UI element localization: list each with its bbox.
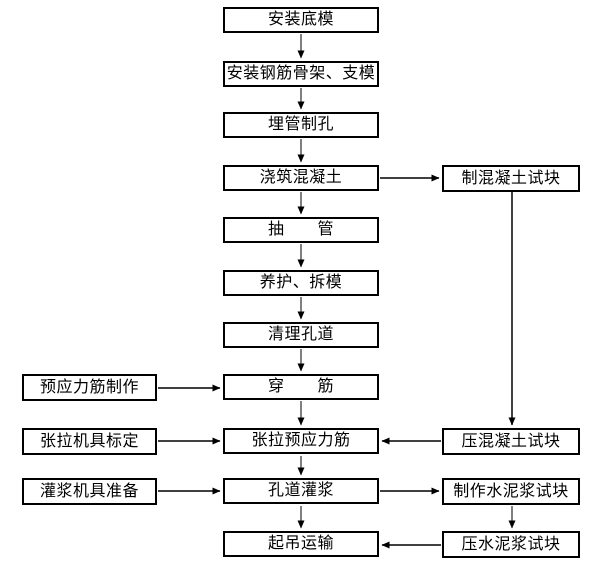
node-install-bottom-formwork: 安装底模 bbox=[223, 7, 379, 33]
node-clean-ducts: 清理孔道 bbox=[223, 322, 379, 348]
node-duct-grouting: 孔道灌浆 bbox=[223, 478, 379, 504]
node-test-concrete-test-block: 压混凝土试块 bbox=[442, 428, 580, 455]
node-test-cement-grout-test-block: 压水泥浆试块 bbox=[442, 531, 580, 558]
node-grouting-equipment-prep: 灌浆机具准备 bbox=[22, 478, 157, 505]
node-install-rebar-cage-formwork: 安装钢筋骨架、支模 bbox=[223, 61, 379, 87]
node-pour-concrete: 浇筑混凝土 bbox=[223, 165, 379, 191]
node-make-concrete-test-block: 制混凝土试块 bbox=[442, 165, 580, 192]
node-jack-calibration: 张拉机具标定 bbox=[22, 428, 157, 455]
node-embed-pipe-form-holes: 埋管制孔 bbox=[223, 112, 379, 138]
node-tendon-fabrication: 预应力筋制作 bbox=[22, 374, 157, 401]
node-curing-strip-formwork: 养护、拆模 bbox=[223, 270, 379, 296]
node-tension-prestressed-tendons: 张拉预应力筋 bbox=[223, 428, 379, 454]
node-thread-tendons: 穿 筋 bbox=[223, 374, 379, 400]
node-lift-transport: 起吊运输 bbox=[223, 531, 379, 557]
node-extract-pipe: 抽 管 bbox=[223, 217, 379, 243]
node-make-cement-grout-test-block: 制作水泥浆试块 bbox=[442, 478, 580, 505]
